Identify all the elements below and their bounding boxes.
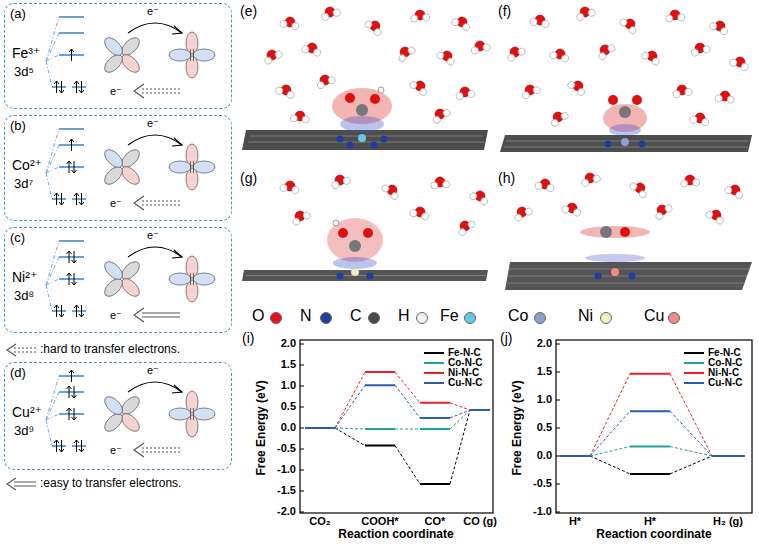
legend-swatch [270, 312, 282, 324]
y-tick-label: -1.0 [277, 463, 296, 476]
x-tick-label: CO₂ [309, 515, 330, 528]
legend-text: N [300, 307, 312, 325]
legend-swatch [668, 312, 680, 324]
y-tick-label: -1.5 [277, 484, 296, 497]
axis-title: Free Energy (eV) [511, 380, 525, 475]
electron-config: 3d⁷ [14, 177, 33, 192]
electron-config: 3d⁹ [14, 424, 34, 439]
y-tick-label: -2.0 [277, 505, 296, 518]
panel-label: (c) [10, 231, 25, 246]
electron-label: e⁻ [147, 117, 159, 130]
x-tick-label: CO (g) [463, 515, 497, 528]
legend-text: Co-N-C [708, 357, 742, 369]
legend-text: Ni-N-C [448, 367, 479, 379]
x-tick-label: COOH* [361, 515, 398, 528]
legend-swatch [464, 312, 476, 324]
legend-text: Cu-N-C [708, 377, 742, 389]
legend-text: Fe-N-C [448, 347, 481, 359]
legend-swatch [416, 312, 428, 324]
electron-label: e⁻ [110, 197, 122, 210]
ion-label: Fe³⁺ [12, 45, 40, 61]
electron-label: e⁻ [147, 5, 159, 18]
panel-label: (a) [10, 7, 26, 22]
legend-text: H [398, 307, 410, 325]
x-tick-label: H* [569, 515, 581, 528]
electron-label: e⁻ [110, 444, 122, 457]
legend-text: O [252, 307, 264, 325]
y-tick-label: -1.0 [533, 505, 552, 518]
electron-label: e⁻ [147, 229, 159, 242]
panel-box: (c) Ni²⁺ 3d⁸ e⁻ e⁻ [4, 227, 232, 333]
y-tick-label: 1.0 [537, 393, 552, 406]
panel-label: (h) [498, 170, 515, 186]
panel-label: (f) [498, 3, 511, 19]
ion-label: Co²⁺ [12, 157, 42, 173]
electron-label: e⁻ [110, 309, 122, 322]
legend-text: Ni [578, 307, 593, 325]
panel-box: (b) Co²⁺ 3d⁷ e⁻ e⁻ [4, 115, 232, 221]
legend-text: C [350, 307, 362, 325]
panel-label: (j) [500, 330, 512, 346]
legend-text: :hard to transfer electrons. [40, 343, 180, 357]
electron-config: 3d⁵ [14, 65, 34, 80]
legend-swatch [600, 312, 612, 324]
x-tick-label: CO* [425, 515, 446, 528]
y-tick-label: 1.5 [537, 365, 552, 378]
legend-swatch [320, 312, 332, 324]
y-tick-label: 2.0 [281, 337, 296, 350]
panel-label: (i) [242, 330, 254, 346]
y-tick-label: 1.0 [281, 379, 296, 392]
axis-title: Reaction coordinate [596, 528, 711, 542]
ion-label: Cu²⁺ [12, 404, 42, 420]
panel-label: (b) [10, 119, 26, 134]
axis-title: Reaction coordinate [338, 528, 453, 542]
electron-config: 3d⁸ [14, 289, 34, 304]
x-tick-label: H₂ (g) [713, 515, 743, 528]
legend-text: Cu-N-C [448, 377, 482, 389]
electron-label: e⁻ [110, 85, 122, 98]
panel-label: (e) [240, 3, 257, 19]
y-tick-label: 0.0 [281, 421, 296, 434]
y-tick-label: 0.5 [537, 421, 552, 434]
panel-box: (a) Fe³⁺ 3d⁵ e⁻ e⁻ [4, 3, 232, 109]
y-tick-label: -0.5 [533, 477, 552, 490]
ion-label: Ni²⁺ [12, 269, 37, 285]
y-tick-label: 1.5 [281, 358, 296, 371]
legend-text: Cu [644, 307, 664, 325]
legend-text: Co-N-C [448, 357, 482, 369]
legend-text: Fe [440, 307, 459, 325]
electron-label: e⁻ [147, 364, 159, 377]
legend-text: Ni-N-C [708, 367, 739, 379]
panel-label: (d) [10, 366, 26, 381]
legend-text: :easy to transfer electrons. [40, 477, 181, 491]
panel-label: (g) [240, 170, 257, 186]
axis-title: Free Energy (eV) [255, 380, 269, 475]
y-tick-label: -0.5 [277, 442, 296, 455]
x-tick-label: H* [644, 515, 656, 528]
y-tick-label: 0.5 [281, 400, 296, 413]
y-tick-label: 2.0 [537, 337, 552, 350]
y-tick-label: 0.0 [537, 449, 552, 462]
legend-swatch [534, 312, 546, 324]
legend-text: Co [508, 307, 528, 325]
panel-box: (d) Cu²⁺ 3d⁹ e⁻ e⁻ [4, 362, 232, 470]
legend-text: Fe-N-C [708, 347, 741, 359]
legend-swatch [368, 312, 380, 324]
